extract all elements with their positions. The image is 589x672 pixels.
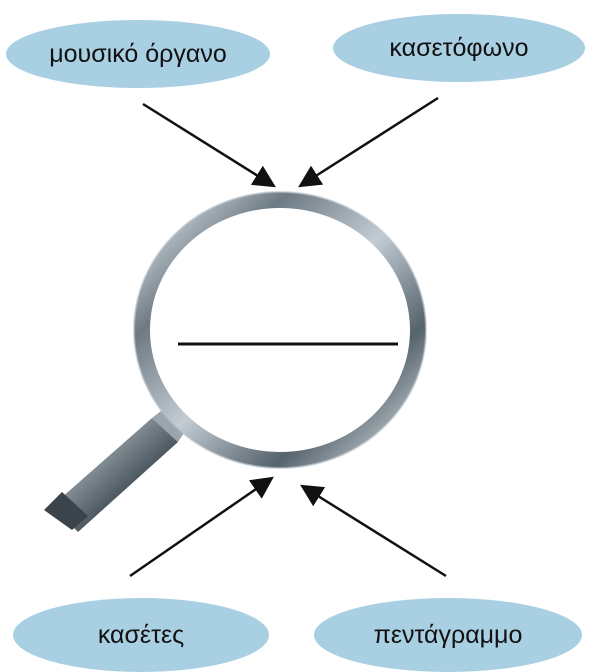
label-text: κασετόφωνο (389, 33, 529, 62)
label-bubble-cassettes: κασέτες (13, 598, 269, 672)
label-bubble-staff: πεντάγραμμο (314, 598, 582, 672)
label-bubble-cassette-player: κασετόφωνο (333, 14, 585, 82)
arrow-bottom-left (129, 476, 274, 578)
arrow-top-right (298, 96, 439, 188)
arrow-top-left (142, 102, 276, 188)
label-text: κασέτες (97, 620, 185, 649)
magnifier-handle (44, 404, 190, 532)
arrow-bottom-right (300, 484, 447, 578)
magnifier-lens (133, 191, 427, 469)
label-bubble-musical-instrument: μουσικό όργανο (6, 20, 270, 88)
label-text: μουσικό όργανο (49, 39, 227, 68)
label-text: πεντάγραμμο (373, 620, 523, 649)
